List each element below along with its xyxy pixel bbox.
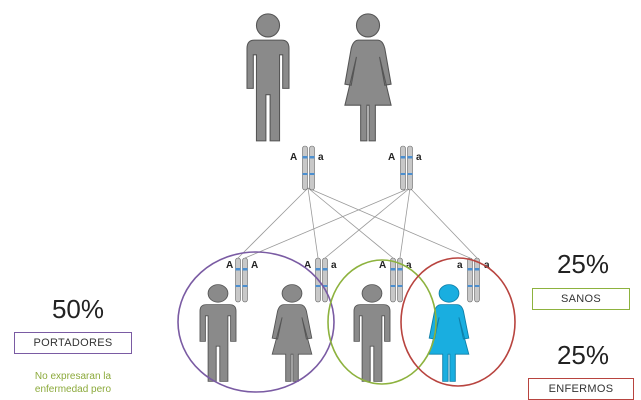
carriers-percent: 50% [28,296,128,322]
child-1-male-figure [200,285,236,382]
child-1-chromosome-pair: A A [226,258,258,302]
carriers-note: No expresaran la enfermedad pero [6,370,140,396]
child-2-allele-2: a [331,260,337,271]
child-1-allele-2: A [251,260,258,271]
child-1-allele-1: A [226,260,233,271]
father-chromosome-pair: A a [290,146,324,190]
mother-chromosome-pair: A a [388,146,422,190]
mother-allele-2: a [416,152,422,163]
affected-label: ENFERMOS [528,378,634,400]
healthy-percent: 25% [533,251,633,277]
affected-percent: 25% [533,342,633,368]
child-2-chromosome-pair: A a [304,258,337,302]
father-figure [247,14,289,141]
gamete-lines [238,188,477,258]
mother-figure [345,14,391,141]
child-2-female-figure [272,285,312,382]
carriers-note-line-1: No expresaran la [6,370,140,383]
carriers-label: PORTADORES [14,332,132,354]
father-allele-1: A [290,152,297,163]
child-3-male-figure [354,285,390,382]
healthy-label: SANOS [532,288,630,310]
mother-allele-1: A [388,152,395,163]
child-3-chromosome-pair: A a [379,258,412,302]
child-4-allele-1: a [457,260,463,271]
child-3-allele-1: A [379,260,386,271]
carriers-note-line-2: enfermedad pero [6,383,140,396]
father-allele-2: a [318,152,324,163]
